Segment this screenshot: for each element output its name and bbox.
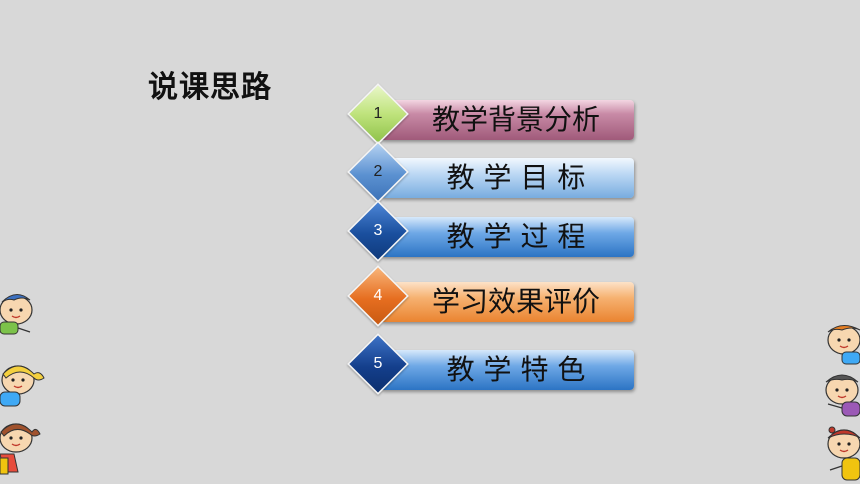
menu-item-bar bbox=[382, 158, 634, 198]
cartoon-kids-left-illustration bbox=[0, 294, 45, 475]
menu-item-2[interactable]: 教 学 目 标 2 bbox=[342, 138, 634, 214]
menu-item-label: 教 学 特 色 bbox=[446, 353, 586, 386]
number-badge-text: 3 bbox=[373, 222, 383, 239]
number-badge-text: 1 bbox=[373, 105, 383, 122]
page-title: 说课思路 bbox=[148, 70, 272, 105]
menu-item-bar bbox=[382, 350, 634, 390]
menu-item-label: 教 学 目 标 bbox=[446, 161, 586, 194]
menu-item-bar bbox=[382, 282, 634, 322]
number-badge: 2 bbox=[347, 141, 409, 203]
menu-item-label: 教学背景分析 bbox=[431, 103, 600, 136]
number-badge-text: 2 bbox=[373, 163, 383, 180]
menu-item-1[interactable]: 教学背景分析 1 bbox=[342, 80, 634, 156]
menu-item-bar bbox=[382, 217, 634, 257]
number-badge-text: 4 bbox=[373, 287, 383, 304]
menu-item-5[interactable]: 教 学 特 色 5 bbox=[342, 330, 634, 406]
menu-item-4[interactable]: 学习效果评价 4 bbox=[342, 262, 634, 338]
number-badge: 4 bbox=[347, 265, 409, 327]
number-badge: 5 bbox=[347, 333, 409, 395]
number-badge-text: 5 bbox=[373, 355, 383, 372]
menu-item-label: 教 学 过 程 bbox=[446, 220, 586, 253]
menu-item-3[interactable]: 教 学 过 程 3 bbox=[342, 197, 634, 273]
cartoon-kids-right-illustration bbox=[825, 325, 860, 481]
number-badge: 1 bbox=[347, 83, 409, 145]
menu-item-bar bbox=[382, 100, 634, 140]
menu-item-label: 学习效果评价 bbox=[431, 285, 600, 318]
number-badge: 3 bbox=[347, 200, 409, 262]
